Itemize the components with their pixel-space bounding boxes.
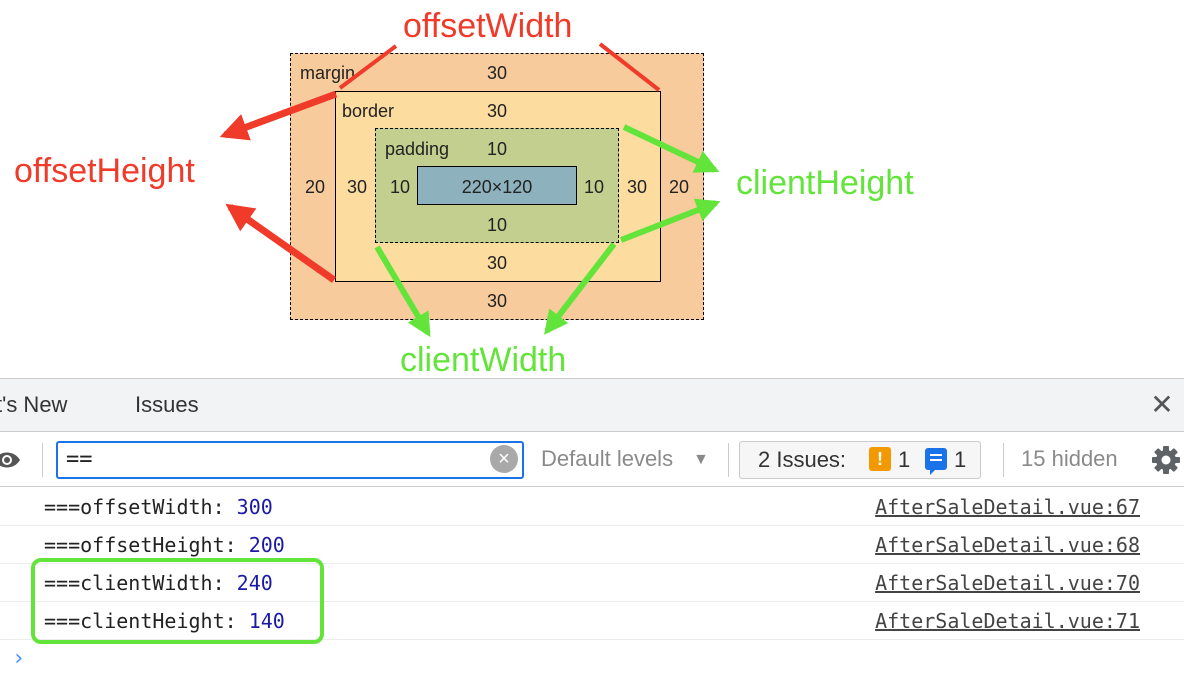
log-value: 300 <box>236 495 273 519</box>
eye-icon[interactable] <box>0 447 22 473</box>
offset-height-label: offsetHeight <box>14 152 195 190</box>
issues-label: 2 Issues: <box>758 447 847 472</box>
log-message: ===offsetHeight: 200 <box>44 526 285 564</box>
log-value: 240 <box>236 571 273 595</box>
border-right-value: 30 <box>626 177 648 197</box>
log-label: ===offsetWidth: <box>44 495 237 519</box>
margin-left-value: 20 <box>304 177 326 197</box>
log-value: 200 <box>248 533 285 557</box>
padding-bottom-value: 10 <box>486 215 508 235</box>
close-icon[interactable]: ✕ <box>1150 389 1174 420</box>
log-row: ===offsetHeight: 200 AfterSaleDetail.vue… <box>0 526 1184 564</box>
info-count: 1 <box>954 447 967 472</box>
margin-bottom-value: 30 <box>486 291 508 311</box>
content-size: 220×120 <box>461 177 533 197</box>
offset-width-label: offsetWidth <box>403 7 573 45</box>
hidden-count: 15 hidden <box>1021 446 1118 471</box>
border-left-value: 30 <box>346 177 368 197</box>
log-source-link[interactable]: AfterSaleDetail.vue:67 <box>875 495 1140 519</box>
warning-count: 1 <box>898 447 911 472</box>
console-log-list: ===offsetWidth: 300 AfterSaleDetail.vue:… <box>0 488 1184 670</box>
warning-icon: ! <box>869 447 891 471</box>
padding-top-value: 10 <box>486 139 508 159</box>
toolbar-divider <box>42 443 43 477</box>
issues-button[interactable]: 2 Issues: ! 1 1 <box>739 441 981 479</box>
padding-label: padding <box>385 139 450 159</box>
log-message: ===offsetWidth: 300 <box>44 488 273 526</box>
content-box <box>417 166 577 205</box>
margin-top-value: 30 <box>486 63 508 83</box>
margin-label: margin <box>300 63 356 83</box>
toolbar-divider <box>1003 443 1004 477</box>
console-prompt[interactable]: › <box>12 646 26 671</box>
border-label: border <box>342 101 395 121</box>
clear-filter-icon[interactable]: × <box>490 445 518 473</box>
info-message-icon <box>925 448 947 475</box>
devtools-tabbar: t's New Issues ✕ <box>0 379 1184 432</box>
log-label: ===clientWidth: <box>44 571 237 595</box>
tab-whats-new[interactable]: t's New <box>0 392 68 417</box>
log-source-link[interactable]: AfterSaleDetail.vue:71 <box>875 609 1140 633</box>
padding-right-value: 10 <box>583 177 605 197</box>
toolbar-divider <box>728 443 729 477</box>
border-top-value: 30 <box>486 101 508 121</box>
tab-issues[interactable]: Issues <box>135 392 199 417</box>
log-label: ===clientHeight: <box>44 609 249 633</box>
box-model-diagram: margin 30 30 20 20 border 30 30 30 30 pa… <box>14 7 914 379</box>
client-width-label: clientWidth <box>400 341 567 379</box>
log-value: 140 <box>248 609 285 633</box>
gear-icon[interactable] <box>1150 444 1182 476</box>
log-source-link[interactable]: AfterSaleDetail.vue:70 <box>875 571 1140 595</box>
chevron-down-icon[interactable]: ▼ <box>693 451 709 468</box>
margin-right-value: 20 <box>668 177 690 197</box>
devtools-panel: t's New Issues ✕ == × Default levels ▼ 2… <box>0 378 1184 692</box>
log-message: ===clientWidth: 240 <box>44 564 273 602</box>
filter-input[interactable]: == <box>56 441 524 479</box>
border-bottom-value: 30 <box>486 253 508 273</box>
log-message: ===clientHeight: 140 <box>44 602 285 640</box>
client-height-label: clientHeight <box>736 164 914 202</box>
client-values-highlight <box>31 558 324 644</box>
log-label: ===offsetHeight: <box>44 533 249 557</box>
padding-left-value: 10 <box>389 177 411 197</box>
log-source-link[interactable]: AfterSaleDetail.vue:68 <box>875 533 1140 557</box>
log-row: ===offsetWidth: 300 AfterSaleDetail.vue:… <box>0 488 1184 526</box>
console-toolbar: == × Default levels ▼ 2 Issues: ! 1 1 15… <box>0 433 1184 487</box>
log-row: ===clientWidth: 240 AfterSaleDetail.vue:… <box>0 564 1184 602</box>
log-levels-dropdown[interactable]: Default levels <box>541 446 674 471</box>
log-row: ===clientHeight: 140 AfterSaleDetail.vue… <box>0 602 1184 640</box>
